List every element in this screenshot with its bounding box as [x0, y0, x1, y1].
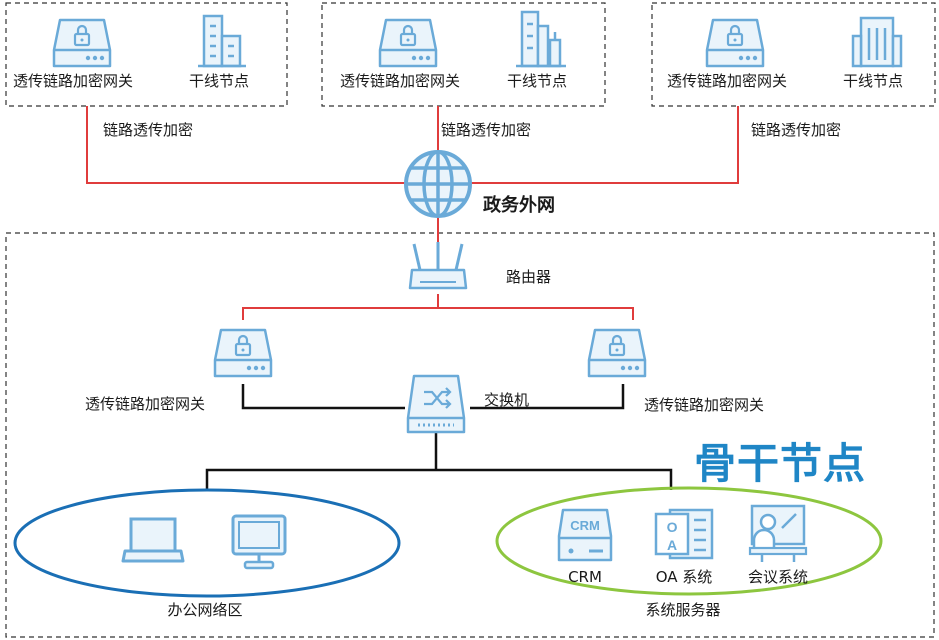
gateway-icon-branch-1	[52, 18, 112, 68]
branch-3-link-label: 链路透传加密	[751, 121, 842, 139]
branch-2-node-label: 干线节点	[507, 72, 568, 90]
gateway-icon-branch-2	[378, 18, 438, 68]
meeting-presenter-icon	[748, 504, 808, 562]
backbone-title: 骨干节点	[694, 439, 867, 488]
building-icon-branch-2	[516, 10, 566, 68]
lan-links	[205, 384, 673, 490]
server-zone-ellipse	[495, 486, 883, 596]
meeting-system-label: 会议系统	[747, 568, 809, 586]
building-icon-branch-3	[851, 16, 903, 68]
branch-1-link-label: 链路透传加密	[103, 121, 194, 139]
gateway-icon-branch-3	[705, 18, 765, 68]
branch-1-gateway-label: 透传链路加密网关	[13, 72, 134, 90]
crm-server-icon: CRM	[557, 508, 613, 562]
branch-3-node-label: 干线节点	[843, 72, 904, 90]
server-zone-label: 系统服务器	[645, 601, 721, 619]
wan-links	[86, 106, 739, 320]
branch-3-gateway-label: 透传链路加密网关	[667, 72, 788, 90]
crm-label: CRM	[568, 568, 602, 586]
office-zone-ellipse	[13, 488, 401, 598]
branch-box-1	[5, 2, 288, 107]
switch-label: 交换机	[484, 391, 530, 409]
oa-icon-letter-o: O	[667, 519, 678, 535]
branch-2-gateway-label: 透传链路加密网关	[340, 72, 461, 90]
oa-icon-letter-a: A	[667, 537, 677, 553]
crm-icon-text: CRM	[570, 518, 600, 533]
office-zone-label: 办公网络区	[167, 601, 243, 619]
branch-2-link-label: 链路透传加密	[441, 121, 532, 139]
gateway-left-label: 透传链路加密网关	[85, 395, 206, 413]
branch-1-node-label: 干线节点	[189, 72, 250, 90]
backbone-box	[5, 232, 935, 638]
branch-box-3	[651, 2, 936, 107]
gateway-right-label: 透传链路加密网关	[644, 396, 765, 414]
internet-label: 政务外网	[483, 195, 555, 216]
gateway-icon-right	[587, 328, 647, 378]
oa-system-label: OA 系统	[655, 568, 713, 586]
gateway-icon-left	[213, 328, 273, 378]
switch-icon	[406, 374, 466, 434]
laptop-icon	[121, 517, 185, 563]
desktop-monitor-icon	[231, 514, 287, 570]
oa-document-icon: O A	[654, 508, 714, 560]
router-icon	[408, 242, 468, 290]
branch-box-2	[321, 2, 606, 107]
globe-icon	[404, 150, 472, 218]
building-icon-branch-1	[196, 14, 248, 68]
router-label: 路由器	[506, 268, 552, 286]
